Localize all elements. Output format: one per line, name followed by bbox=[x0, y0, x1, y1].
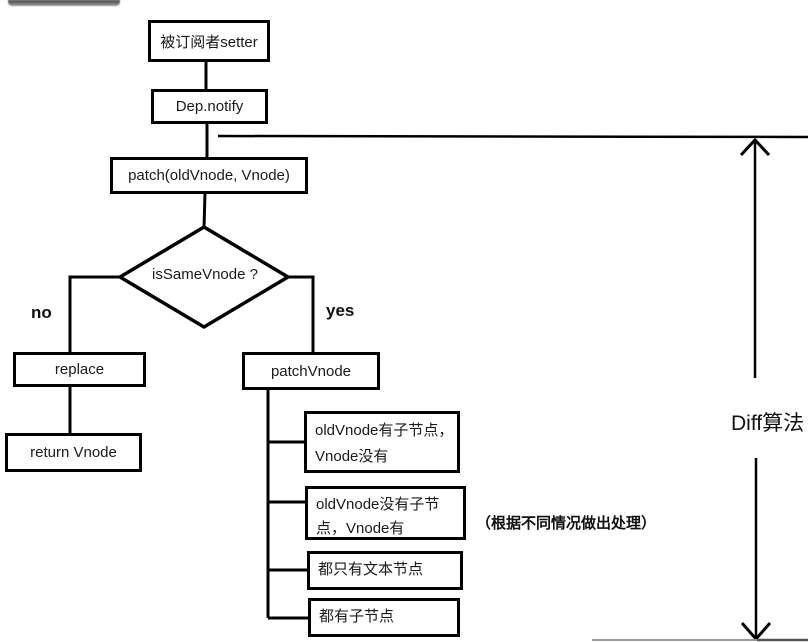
branch-label-no: no bbox=[31, 303, 52, 322]
node-case4: 都有子节点 bbox=[308, 598, 460, 637]
node-case2-line1: oldVnode没有子节 bbox=[316, 496, 440, 513]
connector-patch-decision bbox=[202, 191, 207, 230]
node-patch-vnode: patchVnode bbox=[242, 352, 380, 390]
node-case1: oldVnode有子节点， Vnode没有 bbox=[304, 411, 460, 473]
node-patch: patch(oldVnode, Vnode) bbox=[110, 157, 308, 194]
node-dep-notify: Dep.notify bbox=[151, 89, 268, 124]
note-label: （根据不同情况做出处理） bbox=[476, 515, 657, 532]
connector-yes-branch bbox=[288, 275, 315, 353]
branch-label-yes: yes bbox=[326, 301, 355, 320]
node-case1-line1: oldVnode有子节点， bbox=[315, 422, 454, 439]
node-replace: replace bbox=[13, 352, 146, 387]
node-case2-line2: 点，Vnode有 bbox=[316, 520, 405, 537]
diff-algorithm-label: Diff算法 bbox=[731, 412, 805, 435]
node-case1-line2: Vnode没有 bbox=[315, 448, 389, 465]
node-setter: 被订阅者setter bbox=[148, 20, 270, 62]
connector-no-branch bbox=[68, 275, 120, 353]
decision-label: isSameVnode ? bbox=[152, 266, 258, 283]
decision-diamond bbox=[116, 224, 292, 330]
node-return-vnode: return Vnode bbox=[5, 433, 142, 472]
top-left-smudge bbox=[8, 0, 120, 6]
diff-arrowhead-up bbox=[739, 137, 771, 157]
node-case2: oldVnode没有子节 点，Vnode有 bbox=[305, 486, 466, 540]
node-case3: 都只有文本节点 bbox=[307, 551, 463, 590]
top-horizontal-line bbox=[217, 134, 808, 139]
